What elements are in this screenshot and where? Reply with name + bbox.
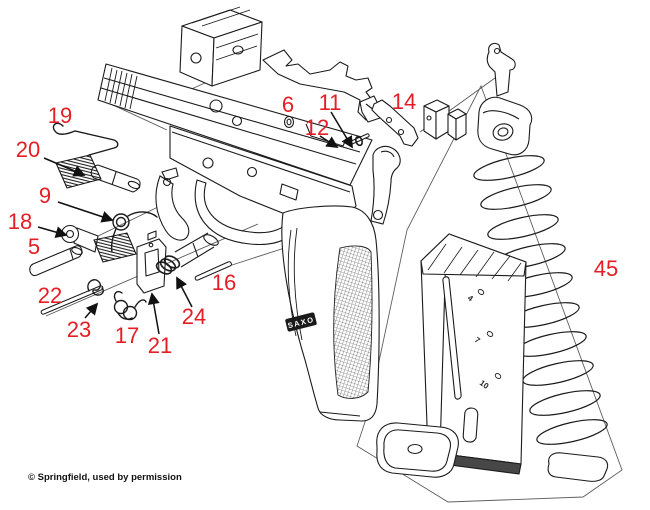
pin-part-5 <box>29 245 83 277</box>
trigger-bar-plate <box>262 49 381 123</box>
slide-serrations <box>104 67 138 110</box>
grip-checkering <box>333 245 373 399</box>
part-label-21: 21 <box>147 333 173 358</box>
part-label-11: 11 <box>318 90 342 115</box>
part-label-9: 9 <box>38 183 52 208</box>
sear-housing <box>136 230 167 294</box>
slide-stop <box>55 154 141 193</box>
follower-clip <box>486 42 516 97</box>
magazine-follower <box>477 96 533 156</box>
witness-number-4: 4 <box>466 293 475 303</box>
copyright-credit: © Springfield, used by permission <box>28 472 182 483</box>
part-label-19: 19 <box>47 103 73 128</box>
recoil-guide-and-spring <box>155 232 219 275</box>
part-label-12: 12 <box>304 115 330 140</box>
part-label-17: 17 <box>114 323 140 348</box>
trigger <box>155 167 190 241</box>
part-label-16: 16 <box>211 270 237 295</box>
rod-part-22 <box>40 285 104 315</box>
part-label-23: 23 <box>66 317 92 342</box>
part-label-5: 5 <box>27 234 41 259</box>
magazine-base-plate <box>376 422 459 478</box>
part-label-6: 6 <box>281 92 295 117</box>
magazine-witness-marks: 4 7 10 <box>466 289 502 391</box>
pin-part-16 <box>194 261 232 281</box>
sear-plate-part-14 <box>371 99 419 147</box>
magazine-spring-plate <box>547 452 609 482</box>
part-label-18: 18 <box>7 209 33 234</box>
leader-arrows <box>37 111 353 335</box>
sear-spring <box>87 279 104 296</box>
part-label-45: 45 <box>593 256 619 281</box>
part-label-22: 22 <box>37 283 63 308</box>
part-label-14: 14 <box>391 89 417 114</box>
grip-logo-badge: SAXO <box>285 312 317 332</box>
rail-mount-block <box>179 6 263 87</box>
frame <box>169 125 380 422</box>
slide-stop-spring <box>52 122 119 156</box>
witness-number-7: 7 <box>473 335 482 345</box>
ring-part-6 <box>283 115 295 129</box>
part-label-20: 20 <box>15 137 41 162</box>
part-label-24: 24 <box>181 304 207 329</box>
safety-block <box>423 99 467 141</box>
hammer <box>370 145 401 225</box>
torsion-spring-17 <box>113 290 147 321</box>
